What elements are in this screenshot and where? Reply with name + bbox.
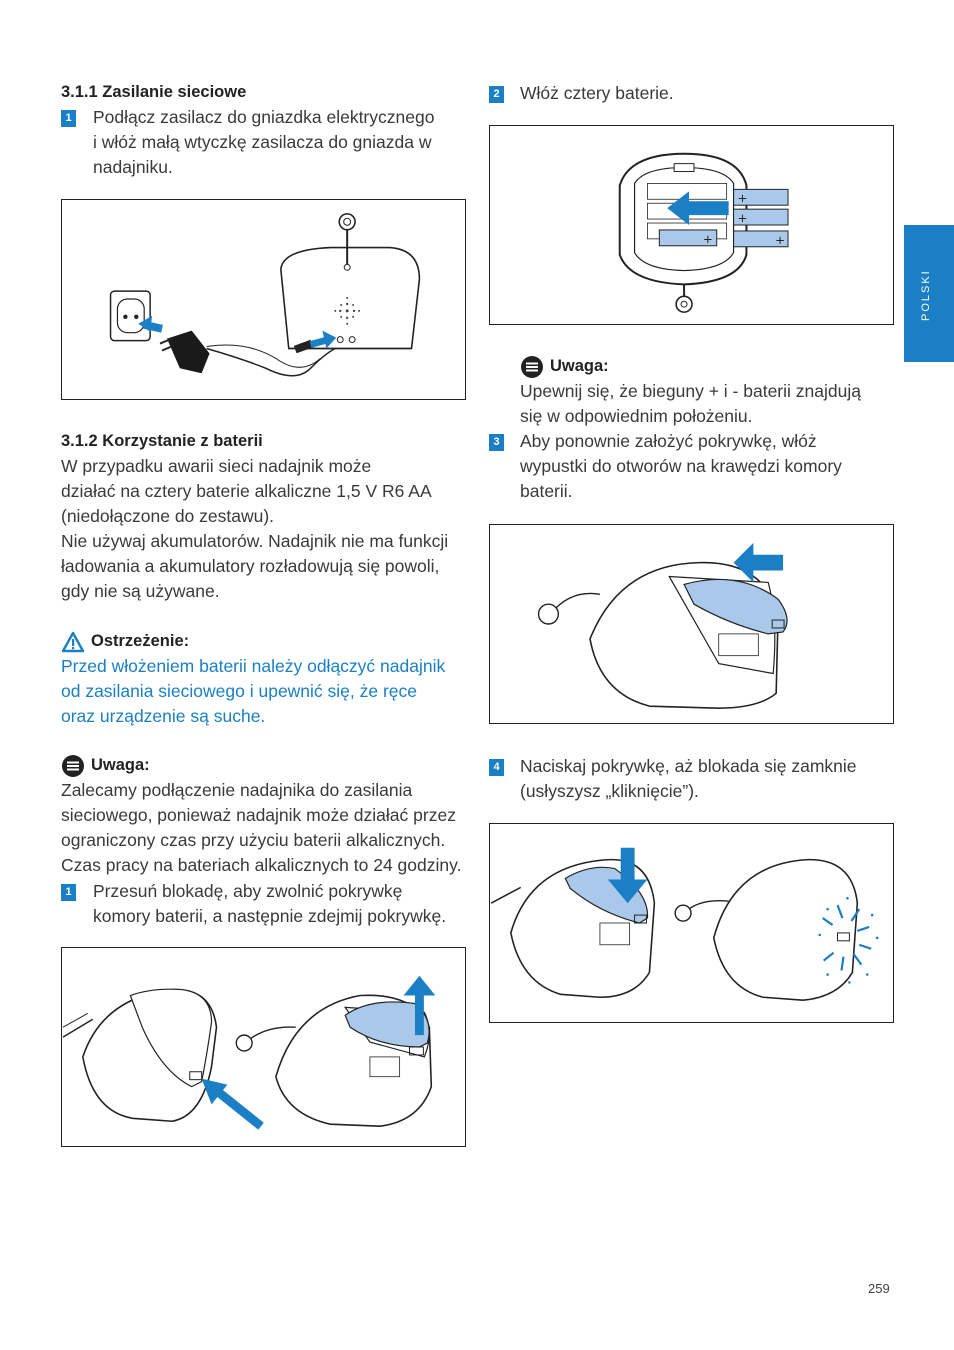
text-line: Przed włożeniem baterii należy odłączyć … xyxy=(61,656,446,676)
text-line: oraz urządzenie są suche. xyxy=(61,706,266,726)
text-line: Podłącz zasilacz do gniazdka elektryczne… xyxy=(93,107,435,127)
step-text: Naciskaj pokrywkę, aż blokada się zamkni… xyxy=(520,754,890,804)
text-line: i włóż małą wtyczkę zasilacza do gniazda… xyxy=(93,132,432,152)
text-line: (niedołączone do zestawu). xyxy=(61,506,275,526)
figure-replace-cover xyxy=(489,524,894,724)
remove-cover-illustration xyxy=(62,975,436,1130)
text-line: wypustki do otworów na krawędzi komory xyxy=(520,456,842,476)
battery-intro-paragraph: W przypadku awarii sieci nadajnik może d… xyxy=(61,454,471,604)
text-line: Nie używaj akumulatorów. Nadajnik nie ma… xyxy=(61,531,449,551)
section-heading-mains: 3.1.1 Zasilanie sieciowe xyxy=(61,83,247,101)
text-line: gdy nie są używane. xyxy=(61,581,220,601)
text-line: Naciskaj pokrywkę, aż blokada się zamkni… xyxy=(520,756,857,776)
language-side-tab: POLSKI xyxy=(904,225,954,362)
warning-triangle-icon xyxy=(61,631,85,652)
figure-close-cover-click xyxy=(489,823,894,1023)
text-line: ładowania a akumulatory rozładowują się … xyxy=(61,556,440,576)
svg-text:+: + xyxy=(738,191,748,205)
text-line: Przesuń blokadę, aby zwolnić pokrywkę xyxy=(93,881,403,901)
text-line: W przypadku awarii sieci nadajnik może xyxy=(61,456,372,476)
figure-remove-cover xyxy=(61,947,466,1147)
svg-text:+: + xyxy=(775,233,785,247)
text-line: (usłyszysz „kliknięcie”). xyxy=(520,781,699,801)
text-line: ograniczony czas przy użyciu baterii alk… xyxy=(61,830,446,850)
text-line: Czas pracy na bateriach alkalicznych to … xyxy=(61,855,462,875)
svg-text:+: + xyxy=(703,232,713,246)
step-text: Włóż cztery baterie. xyxy=(520,83,674,103)
warning-block: Ostrzeżenie: Przed włożeniem baterii nal… xyxy=(61,629,471,729)
step-text: Podłącz zasilacz do gniazdka elektryczne… xyxy=(93,105,473,180)
note-icon xyxy=(62,754,84,777)
page-number: 259 xyxy=(868,1281,890,1296)
step-number-badge: 2 xyxy=(489,86,504,103)
text-line: nadajniku. xyxy=(93,157,173,177)
step-text: Przesuń blokadę, aby zwolnić pokrywkę ko… xyxy=(93,879,473,929)
replace-cover-illustration xyxy=(537,542,788,709)
text-line: baterii. xyxy=(520,481,573,501)
step-number-badge: 1 xyxy=(61,110,76,127)
step-number-badge: 4 xyxy=(489,759,504,776)
warning-title: Ostrzeżenie: xyxy=(91,632,190,650)
note-title: Uwaga: xyxy=(550,357,609,375)
text-line: sieciowego, ponieważ nadajnik może dział… xyxy=(61,805,456,825)
text-line: komory baterii, a następnie zdejmij pokr… xyxy=(93,906,447,926)
note-title: Uwaga: xyxy=(91,756,150,774)
language-tab-label: POLSKI xyxy=(920,269,932,321)
step-number-badge: 1 xyxy=(61,884,76,901)
text-line: Zalecamy podłączenie nadajnika do zasila… xyxy=(61,780,413,800)
note-block: Uwaga: Zalecamy podłączenie nadajnika do… xyxy=(61,753,476,878)
svg-text:+: + xyxy=(738,211,748,225)
figure-insert-batteries: + + + + xyxy=(489,125,894,325)
text-line: Upewnij się, że bieguny + i - baterii zn… xyxy=(520,381,861,401)
step-text: Aby ponownie założyć pokrywkę, włóż wypu… xyxy=(520,429,890,504)
text-line: się w odpowiednim położeniu. xyxy=(520,406,753,426)
power-adapter-illustration xyxy=(109,213,421,377)
insert-batteries-illustration: + + + + xyxy=(618,152,789,313)
text-line: działać na cztery baterie alkaliczne 1,5… xyxy=(61,481,432,501)
text-line: Aby ponownie założyć pokrywkę, włóż xyxy=(520,431,817,451)
text-line: od zasilania sieciowego i upewnić się, ż… xyxy=(61,681,418,701)
step-number-badge: 3 xyxy=(489,434,504,451)
figure-power-adapter xyxy=(61,199,466,400)
note-block: Uwaga: Upewnij się, że bieguny + i - bat… xyxy=(520,354,890,429)
close-cover-click-illustration xyxy=(490,847,879,1002)
section-heading-batteries: 3.1.2 Korzystanie z baterii xyxy=(61,432,263,450)
note-icon xyxy=(521,355,543,378)
